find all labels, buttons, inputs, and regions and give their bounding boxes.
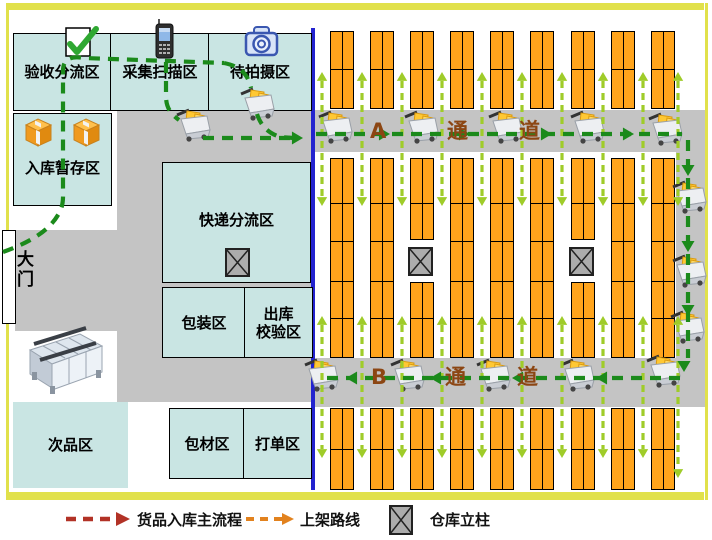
rack-unit <box>370 408 394 490</box>
rack-unit <box>651 31 675 109</box>
zone-label: 快递分流区 <box>198 211 274 229</box>
rack-unit <box>490 408 514 490</box>
aisle-a-word1: 通 <box>447 119 468 143</box>
rack-unit <box>330 408 354 490</box>
package-icon <box>70 116 103 152</box>
rack-unit <box>530 408 554 490</box>
legend-shelving-route-label: 上架路线 <box>300 511 361 529</box>
rack-unit <box>490 31 514 109</box>
zone-label: 包材区 <box>184 434 230 453</box>
aisle-b-letter: B <box>371 365 388 389</box>
zone-label: 出库 <box>263 304 294 323</box>
cart-icon <box>646 110 686 146</box>
pillar-icon <box>569 247 594 276</box>
cart-icon <box>388 356 428 392</box>
cart-icon <box>644 352 684 388</box>
rack-unit <box>410 31 434 109</box>
rack-unit <box>450 158 474 358</box>
cart-icon <box>670 252 710 288</box>
camera-icon <box>244 26 279 62</box>
cart-icon <box>238 85 278 121</box>
aisle-a-letter: A <box>370 119 387 143</box>
rack-unit <box>330 31 354 109</box>
rack-unit <box>410 408 434 490</box>
zone-packing-material: 包材区 <box>169 408 245 479</box>
frame-bottom <box>7 492 704 500</box>
cart-icon <box>316 108 356 144</box>
rack-unit <box>611 31 635 109</box>
zone-label: 打单区 <box>254 434 300 453</box>
aisle-b-word1: 通 <box>445 365 466 389</box>
cart-icon <box>402 108 442 144</box>
checkmark-icon <box>65 25 99 63</box>
main-gate-label: 大门 <box>17 250 34 290</box>
cart-icon <box>486 108 526 144</box>
rack-unit <box>611 158 635 358</box>
rack-unit <box>370 158 394 358</box>
zone-label: 包装区 <box>181 313 227 332</box>
rack-unit <box>571 158 595 240</box>
cart-icon <box>568 108 608 144</box>
aisle-a-word2: 道 <box>519 119 540 143</box>
legend-main-flow-label: 货品入库主流程 <box>137 511 243 529</box>
main-gate <box>2 230 16 324</box>
zone-label-printing: 打单区 <box>243 408 312 479</box>
zone-label: 校验区 <box>255 322 301 341</box>
scanner-pda-icon <box>154 18 176 64</box>
rack-unit <box>571 31 595 109</box>
zone-label: 待拍摄区 <box>229 63 290 81</box>
rack-unit <box>651 158 675 358</box>
rack-unit <box>370 31 394 109</box>
cart-icon <box>474 356 514 392</box>
rack-unit <box>571 408 595 490</box>
rack-unit <box>410 282 434 358</box>
rack-unit <box>490 158 514 358</box>
frame-right <box>705 3 708 500</box>
rack-unit <box>611 408 635 490</box>
pillar-icon <box>225 248 250 277</box>
zone-label: 次品区 <box>47 436 93 454</box>
zone-packing: 包装区 <box>162 287 246 358</box>
rack-unit <box>571 282 595 358</box>
rack-unit <box>651 408 675 490</box>
legend-pillar-icon <box>389 505 413 539</box>
cart-icon <box>174 106 214 142</box>
rack-unit <box>410 158 434 240</box>
pillar-icon <box>408 247 433 276</box>
zone-label: 入库暂存区 <box>24 159 100 177</box>
rack-unit <box>450 31 474 109</box>
rack-unit <box>450 408 474 490</box>
zone-label: 采集扫描区 <box>122 63 198 81</box>
cart-icon <box>670 178 710 214</box>
dividing-wall <box>311 28 315 490</box>
aisle-b-word2: 道 <box>517 365 538 389</box>
zone-defective: 次品区 <box>13 402 128 488</box>
rack-unit <box>530 158 554 358</box>
cart-icon <box>668 308 708 344</box>
rack-unit <box>330 158 354 358</box>
legend-pillar-label: 仓库立柱 <box>430 511 491 529</box>
cart-icon <box>302 356 342 392</box>
legend-shelving-route-arrow <box>244 508 296 534</box>
rack-unit <box>530 31 554 109</box>
zone-outbound-check: 出库 校验区 <box>244 287 313 358</box>
cart-icon <box>558 356 598 392</box>
frame-top <box>7 3 704 10</box>
storage-bins-icon <box>16 324 106 404</box>
zone-label: 验收分流区 <box>24 63 100 81</box>
package-icon <box>22 116 55 152</box>
legend-main-flow-arrow <box>64 508 132 534</box>
